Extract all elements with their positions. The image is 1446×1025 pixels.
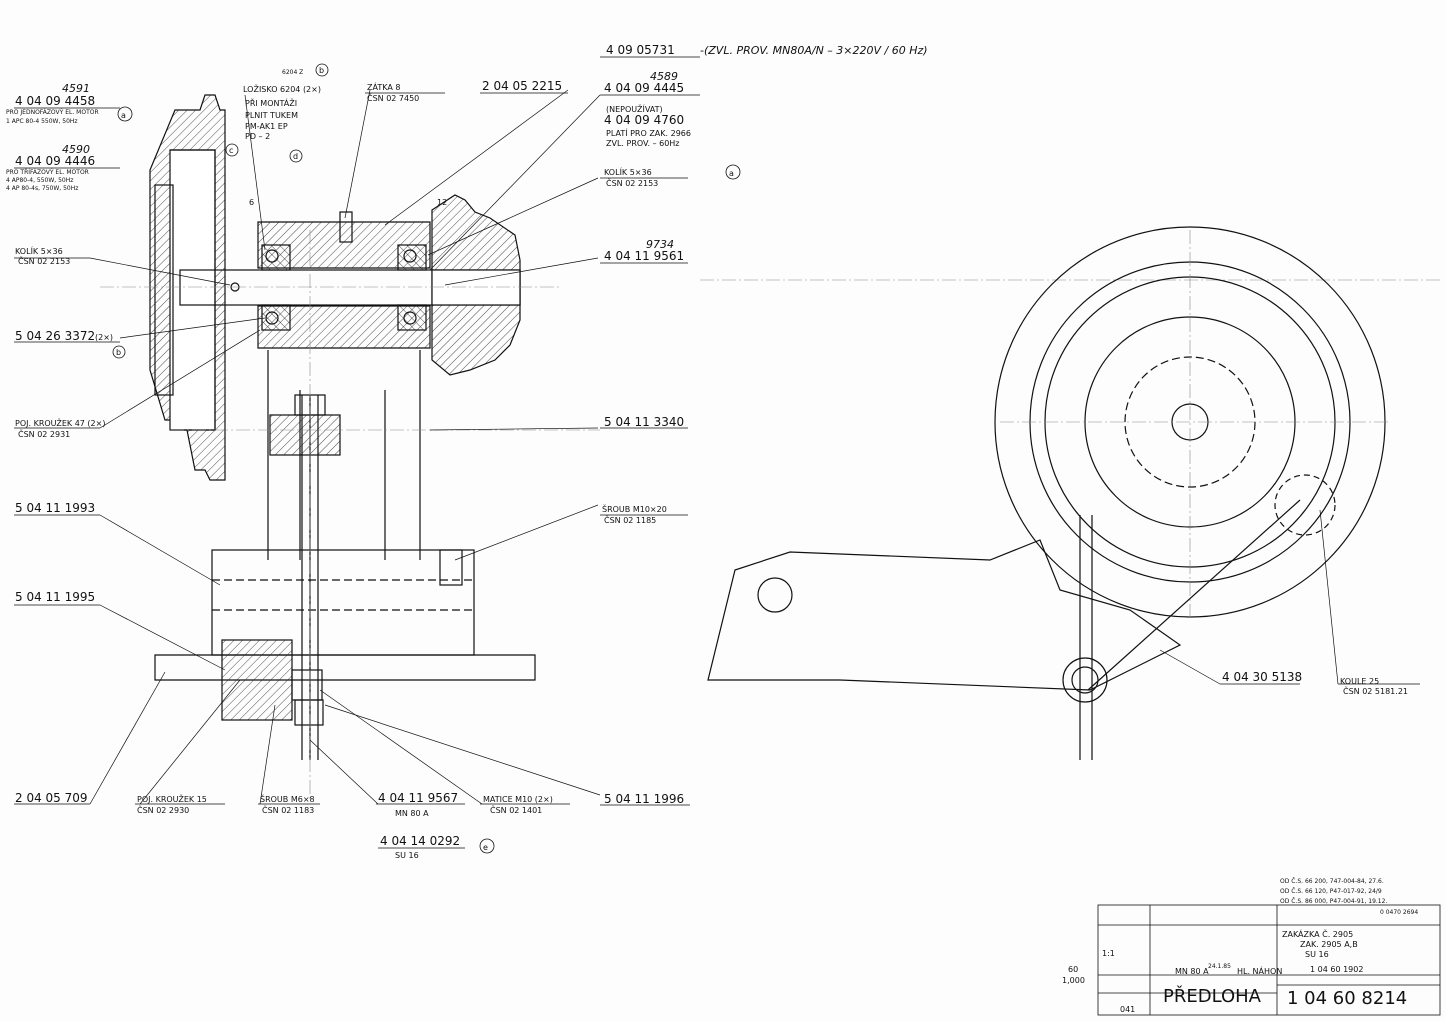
tb-scale: 1:1 xyxy=(1102,949,1115,958)
pulley-right xyxy=(431,194,521,376)
pulley-left xyxy=(149,94,226,481)
label-sroub-m6: ŠROUB M6×8 xyxy=(260,793,315,804)
label-koule: KOULE 25 xyxy=(1340,677,1379,686)
label-part-4044760: 4 04 09 4760 xyxy=(604,113,684,127)
label-6204z: 6204 Z xyxy=(282,69,303,76)
tb-old-no: 1 04 60 1902 xyxy=(1310,965,1363,974)
label-kolik-right: KOLÍK 5×36 xyxy=(604,166,652,177)
label-note-3fazovy: PRO TŘÍFÁZOVÝ EL. MOTOR xyxy=(6,168,89,176)
label-part-4044445: 4 04 09 4445 xyxy=(604,81,684,95)
label-note-4ap80-4s: 4 AP 80-4s, 750W, 50Hz xyxy=(6,185,78,192)
label-pd2: PD – 2 xyxy=(245,132,270,141)
label-matice-csn: ČSN 02 1401 xyxy=(490,804,542,815)
label-part-204052215: 2 04 05 2215 xyxy=(482,79,562,93)
label-part-404119567: 4 04 11 9567 xyxy=(378,791,458,805)
label-part-504111993: 5 04 11 1993 xyxy=(15,501,95,515)
label-zvl-prov: ZVL. PROV. – 60Hz xyxy=(606,139,680,148)
label-part-204-05-709: 2 04 05 709 xyxy=(15,791,88,805)
label-nepouzivat: (NEPOUŽÍVAT) xyxy=(606,103,663,114)
label-mn80a: MN 80 A xyxy=(395,809,429,818)
label-part-504263372: 5 04 26 3372 xyxy=(15,329,95,343)
label-sroub-m10: ŠROUB M10×20 xyxy=(602,503,667,514)
tb-name: HL. NÁHON xyxy=(1237,965,1282,976)
label-pri-montazi: PŘI MONTÁŽI xyxy=(245,97,297,108)
label-poj-krouzek-47-csn: ČSN 02 2931 xyxy=(18,428,70,439)
tb-sheet: 041 xyxy=(1120,1005,1135,1014)
label-poj-krouzek-15: POJ. KROUŽEK 15 xyxy=(137,793,207,804)
pulley-front-view xyxy=(994,226,1390,620)
tb-margin-2: 1,000 xyxy=(1062,976,1085,985)
marker-b: b xyxy=(116,348,121,357)
lever-arm xyxy=(707,474,1336,760)
label-zatka-csn: ČSN 02 7450 xyxy=(367,92,419,103)
label-kolik-left: KOLÍK 5×36 xyxy=(15,245,63,256)
label-2x: (2×) xyxy=(95,333,113,342)
label-rev-4591: 4591 xyxy=(62,82,90,95)
label-pm-ak1ep: PM-AK1 EP xyxy=(245,122,288,131)
marker-a-left: a xyxy=(121,111,126,120)
label-top-note: -(ZVL. PROV. MN80A/N – 3×220V / 60 Hz) xyxy=(700,44,928,57)
label-plnit-tukem: PLNIT TUKEM xyxy=(245,111,298,120)
label-kolik-right-csn: ČSN 02 2153 xyxy=(606,177,658,188)
label-note-1apc: 1 APC 80-4 550W, 50Hz xyxy=(6,118,78,125)
label-rev-4590: 4590 xyxy=(62,143,90,156)
tb-margin-1: 60 xyxy=(1068,965,1078,974)
tb-zakazka-1: ZAKÁZKA Č. 2905 xyxy=(1282,928,1353,939)
tb-drawing-no: 1 04 60 8214 xyxy=(1287,988,1407,1009)
tb-predloha: PŘEDLOHA xyxy=(1163,985,1262,1007)
tb-date: 24.1.85 xyxy=(1208,963,1231,970)
label-plati-pro: PLATÍ PRO ZAK. 2966 xyxy=(606,127,691,138)
tb-rev-3: OD Č.S. 86 000, P47-004-91, 19.12. xyxy=(1280,898,1387,905)
label-rev-9734: 9734 xyxy=(646,238,674,251)
label-top-number: 4 09 05731 xyxy=(606,43,675,57)
label-note-4ap80-4: 4 AP80-4, 550W, 50Hz xyxy=(6,177,73,184)
dim-6: 6 xyxy=(249,198,254,207)
label-sroub-m10-csn: ČSN 02 1185 xyxy=(604,514,656,525)
tb-ref-no: 0 0470 2694 xyxy=(1380,909,1418,916)
housing xyxy=(257,211,431,349)
label-part-404094446: 4 04 09 4446 xyxy=(15,154,95,168)
tb-product: MN 80 A xyxy=(1175,967,1209,976)
title-block-text: OD Č.S. 66 200, 747-004-84, 27.6. OD Č.S… xyxy=(1062,878,1418,1014)
label-part-504111995: 5 04 11 1995 xyxy=(15,590,95,604)
label-part-504113340: 5 04 11 3340 xyxy=(604,415,684,429)
label-matice: MATICE M10 (2×) xyxy=(483,795,553,804)
label-note-1fazovy: PRO JEDNOFÁZOVÝ EL. MOTOR xyxy=(6,109,99,116)
tb-su: SU 16 xyxy=(1305,950,1329,959)
label-kolik-left-csn: ČSN 02 2153 xyxy=(18,255,70,266)
marker-a-right: a xyxy=(729,169,734,178)
label-part-504111996: 5 04 11 1996 xyxy=(604,792,684,806)
label-poj-krouzek-47: POJ. KROUŽEK 47 (2×) xyxy=(15,417,105,428)
label-rev-4589: 4589 xyxy=(650,70,678,83)
label-part-404305138: 4 04 30 5138 xyxy=(1222,670,1302,684)
label-lozisko: LOŽISKO 6204 (2×) xyxy=(243,83,321,94)
marker-b-top: b xyxy=(319,66,324,75)
marker-e: e xyxy=(483,843,488,852)
marker-d: d xyxy=(293,152,298,161)
dim-12: 12 xyxy=(437,198,447,207)
label-part-404119561: 4 04 11 9561 xyxy=(604,249,684,263)
tb-zakazka-2: ZAK. 2905 A,B xyxy=(1300,940,1358,949)
title-block xyxy=(1097,904,1441,1016)
label-part-404094458: 4 04 09 4458 xyxy=(15,94,95,108)
tb-rev-2: OD Č.S. 66 120, P47-017-92, 24/9 xyxy=(1280,888,1382,895)
label-zatka: ZÁTKA 8 xyxy=(367,81,400,92)
label-part-404140292: 4 04 14 0292 xyxy=(380,834,460,848)
label-poj-krouzek-15-csn: ČSN 02 2930 xyxy=(137,804,189,815)
base xyxy=(154,549,536,726)
label-sroub-m6-csn: ČSN 02 1183 xyxy=(262,804,314,815)
label-su16: SU 16 xyxy=(395,851,419,860)
marker-c: c xyxy=(229,146,233,155)
label-koule-csn: ČSN 02 5181.21 xyxy=(1343,685,1408,696)
tb-rev-1: OD Č.S. 66 200, 747-004-84, 27.6. xyxy=(1280,878,1384,885)
